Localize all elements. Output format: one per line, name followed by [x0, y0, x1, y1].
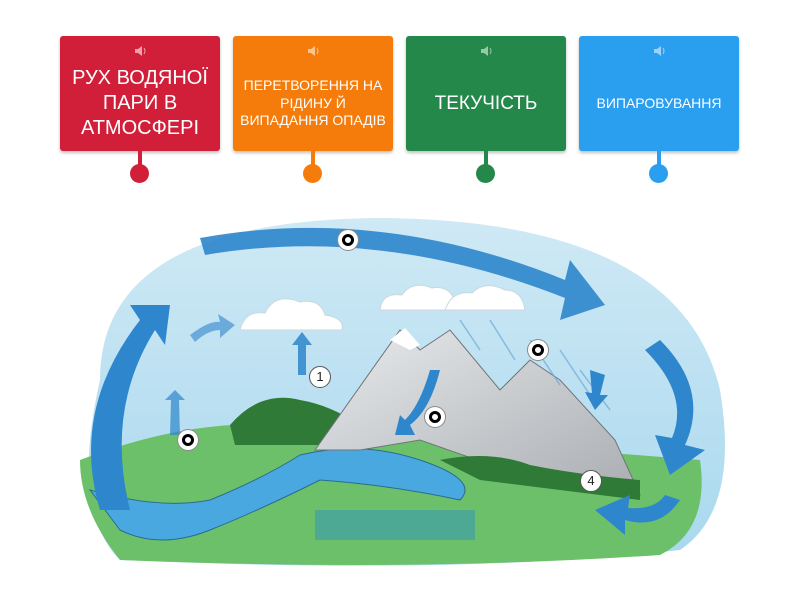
pin-stem — [138, 151, 142, 167]
pin-stem — [484, 151, 488, 167]
speaker-icon[interactable] — [233, 44, 393, 63]
water-cycle-diagram — [80, 218, 725, 566]
pin-handle[interactable] — [303, 164, 322, 183]
pin-handle[interactable] — [130, 164, 149, 183]
drop-target-mountain-rain[interactable] — [528, 340, 548, 360]
card-label: Випаровування — [596, 94, 722, 111]
speaker-icon[interactable] — [579, 44, 739, 63]
pin-stem — [657, 151, 661, 167]
pin-handle[interactable] — [649, 164, 668, 183]
drop-target-mountain-runoff[interactable] — [425, 407, 445, 427]
drop-target-evaporation[interactable] — [178, 430, 198, 450]
label-card-condensation[interactable]: Перетворення на рідину й випадання опаді… — [233, 36, 393, 151]
speaker-icon[interactable] — [60, 44, 220, 63]
pin-stem — [311, 151, 315, 167]
card-label: Перетворення на рідину й випадання опаді… — [240, 77, 386, 129]
label-card-evaporation[interactable]: Випаровування — [579, 36, 739, 151]
card-label: Рух водяної пари в атмосфері — [72, 67, 208, 139]
label-card-vapor-movement[interactable]: Рух водяної пари в атмосфері — [60, 36, 220, 151]
diagram-number-4: 4 — [580, 470, 602, 492]
diagram-number-1: 1 — [309, 366, 331, 388]
pin-handle[interactable] — [476, 164, 495, 183]
label-card-runoff[interactable]: Текучість — [406, 36, 566, 151]
speaker-icon[interactable] — [406, 44, 566, 63]
drop-target-atmosphere[interactable] — [338, 230, 358, 250]
card-label: Текучість — [434, 92, 538, 114]
